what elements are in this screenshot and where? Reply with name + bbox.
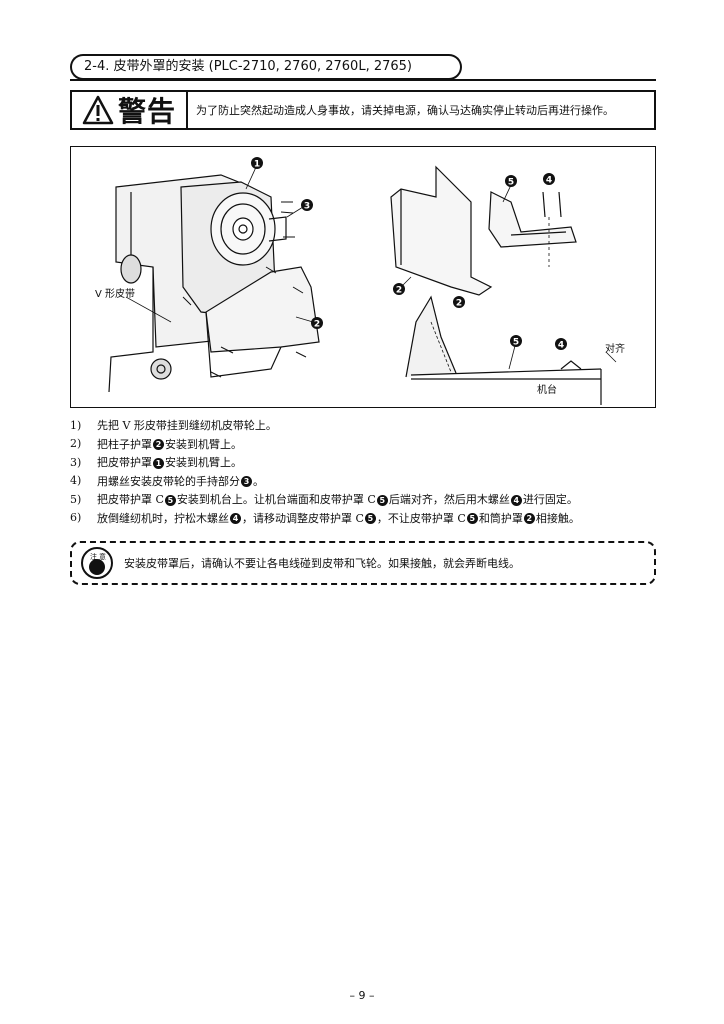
left-callouts: 1 3 2 V 形皮带 xyxy=(95,157,323,330)
warning-triangle-icon xyxy=(82,95,114,125)
callout-2b: 2 xyxy=(456,299,462,309)
warning-text: 为了防止突然起动造成人身事故，请关掉电源，确认马达确实停止转动后再进行操作。 xyxy=(196,104,614,117)
caution-icon: 注 意 xyxy=(81,547,113,579)
callout-4: 4 xyxy=(546,176,552,186)
callout-3: 3 xyxy=(304,202,310,212)
caution-icon-char-1: 注 xyxy=(90,552,97,561)
step-number: 4) xyxy=(70,474,82,488)
caution-icon-char-2: 意 xyxy=(99,552,106,561)
part-number-badge: 5 xyxy=(466,513,478,525)
cover-parts-illustration xyxy=(390,165,617,405)
callout-5b: 5 xyxy=(513,338,519,348)
part-number-badge: 5 xyxy=(164,494,176,506)
callout-2: 2 xyxy=(314,320,320,330)
section-title-text: 2-4. 皮带外罩的安装 (PLC-2710, 2760, 2760L, 276… xyxy=(84,59,412,74)
title-rule xyxy=(70,79,656,81)
callout-2a: 2 xyxy=(396,286,402,296)
part-number-badge: 4 xyxy=(510,494,522,506)
step-number: 3) xyxy=(70,455,82,469)
warning-word: 警告 xyxy=(117,95,176,128)
part-number-badge: 2 xyxy=(153,439,164,451)
part-number-badge: 5 xyxy=(364,513,376,525)
right-callouts: 2 5 4 2 5 4 对齐 机台 xyxy=(393,173,625,396)
v-belt-label: V 形皮带 xyxy=(95,287,135,300)
step-number: 6) xyxy=(70,511,82,525)
step-number: 2) xyxy=(70,437,82,451)
warning-label: 警告 xyxy=(72,92,188,128)
part-number-badge: 1 xyxy=(153,457,164,469)
align-label: 对齐 xyxy=(605,342,625,355)
step-1: 1) 先把 V 形皮带挂到缝纫机皮带轮上。 xyxy=(70,416,660,435)
section-title: 2-4. 皮带外罩的安装 (PLC-2710, 2760, 2760L, 276… xyxy=(70,54,462,80)
caution-text: 安装皮带罩后，请确认不要让各电线碰到皮带和飞轮。如果接触，就会弄断电线。 xyxy=(124,557,520,570)
part-number-badge: 2 xyxy=(523,513,535,525)
callout-5a: 5 xyxy=(508,178,514,188)
warning-box: 警告 为了防止突然起动造成人身事故，请关掉电源，确认马达确实停止转动后再进行操作… xyxy=(70,90,656,130)
step-text: 先把 V 形皮带挂到缝纫机皮带轮上。 xyxy=(97,419,277,433)
step-number: 1) xyxy=(70,418,82,432)
part-number-badge: 5 xyxy=(376,494,388,506)
part-number-badge: 3 xyxy=(241,476,252,488)
callout-4b: 4 xyxy=(558,341,564,351)
part-number-badge: 4 xyxy=(230,513,241,525)
installation-figure: 1 3 2 V 形皮带 xyxy=(70,146,656,408)
callout-1: 1 xyxy=(254,160,260,170)
caution-box: 注 意 安装皮带罩后，请确认不要让各电线碰到皮带和飞轮。如果接触，就会弄断电线。 xyxy=(70,541,656,585)
step-number: 5) xyxy=(70,492,82,506)
machine-illustration xyxy=(108,164,320,393)
table-label: 机台 xyxy=(537,383,557,396)
figure-drawing: 1 3 2 V 形皮带 xyxy=(95,157,625,405)
page-number: – 9 – xyxy=(349,989,375,1002)
